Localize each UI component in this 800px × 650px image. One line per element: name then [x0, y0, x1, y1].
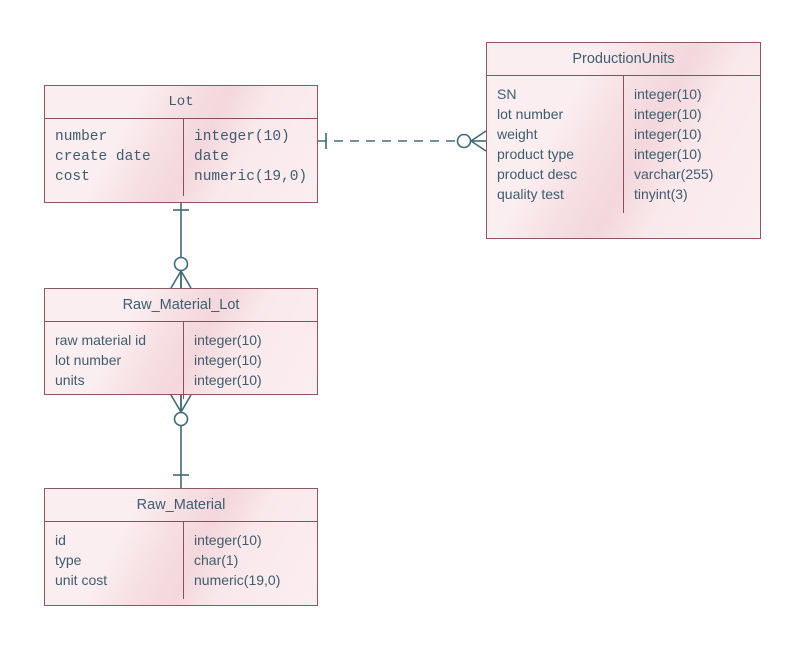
cardinality-zero-circle-productionunits: [456, 133, 472, 149]
field-type: numeric(19,0): [194, 169, 308, 185]
field-name: raw material id: [55, 332, 147, 348]
field-type: integer(10): [194, 372, 262, 388]
field-type: integer(10): [194, 532, 262, 548]
entity-body-productionunits: SN lot number weight product type produc…: [487, 76, 760, 213]
entity-field-types-lot: integer(10) date numeric(19,0): [183, 119, 317, 196]
entity-title-rawmateriallot: Raw_Material_Lot: [45, 289, 317, 322]
entity-body-rawmaterial: id type unit cost integer(10) char(1) nu…: [45, 522, 317, 599]
field-type: integer(10): [634, 86, 702, 102]
field-type: integer(10): [194, 352, 262, 368]
field-name: create date: [55, 149, 151, 165]
relationship-lot-productionunits[interactable]: [318, 130, 487, 152]
relationship-lot-rawmateriallot[interactable]: [170, 203, 192, 289]
field-name: product type: [497, 146, 575, 162]
field-name: lot number: [55, 352, 122, 368]
entity-field-names-lot: number create date cost: [45, 119, 183, 196]
field-type: integer(10): [634, 126, 702, 142]
field-type: char(1): [194, 552, 239, 568]
field-name: quality test: [497, 186, 564, 202]
entity-title-rawmaterial: Raw_Material: [45, 489, 317, 522]
field-name: units: [55, 372, 85, 388]
field-type: date: [194, 149, 229, 165]
entity-title-lot: Lot: [45, 86, 317, 119]
field-name: type: [55, 552, 82, 568]
entity-field-names-rawmateriallot: raw material id lot number units: [45, 322, 183, 399]
entity-field-names-rawmaterial: id type unit cost: [45, 522, 183, 599]
entity-field-types-rawmaterial: integer(10) char(1) numeric(19,0): [183, 522, 317, 599]
field-name: SN: [497, 86, 517, 102]
entity-table-rawmaterial[interactable]: Raw_Material id type unit cost integer(1…: [44, 488, 318, 606]
field-type: integer(10): [634, 106, 702, 122]
cardinality-many-crowsfoot-productionunits: [470, 130, 487, 152]
entity-body-rawmateriallot: raw material id lot number units integer…: [45, 322, 317, 399]
field-type: varchar(255): [634, 166, 714, 182]
entity-field-types-productionunits: integer(10) integer(10) integer(10) inte…: [623, 76, 760, 213]
field-type: integer(10): [194, 332, 262, 348]
entity-title-productionunits: ProductionUnits: [487, 43, 760, 76]
field-name: unit cost: [55, 572, 108, 588]
relationship-rawmateriallot-rawmaterial[interactable]: [170, 394, 192, 488]
entity-table-productionunits[interactable]: ProductionUnits SN lot number weight pro…: [486, 42, 761, 239]
field-name: id: [55, 532, 66, 548]
entity-table-lot[interactable]: Lot number create date cost integer(10) …: [44, 85, 318, 203]
field-name: cost: [55, 169, 90, 185]
entity-table-rawmateriallot[interactable]: Raw_Material_Lot raw material id lot num…: [44, 288, 318, 399]
field-type: integer(10): [194, 129, 290, 145]
field-name: weight: [497, 126, 538, 142]
field-name: product desc: [497, 166, 578, 182]
entity-field-types-rawmateriallot: integer(10) integer(10) integer(10): [183, 322, 317, 399]
field-name: lot number: [497, 106, 564, 122]
entity-body-lot: number create date cost integer(10) date…: [45, 119, 317, 196]
field-type: numeric(19,0): [194, 572, 281, 588]
field-type: integer(10): [634, 146, 702, 162]
field-name: number: [55, 129, 108, 145]
field-type: tinyint(3): [634, 186, 688, 202]
entity-field-names-productionunits: SN lot number weight product type produc…: [487, 76, 623, 213]
